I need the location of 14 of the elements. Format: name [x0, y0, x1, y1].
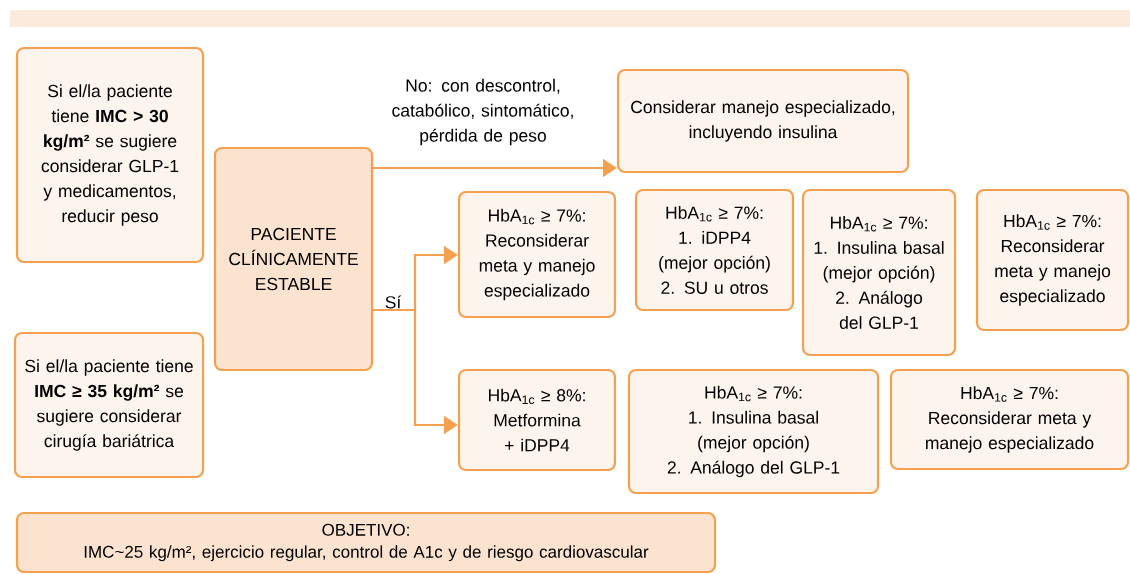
process-box: PACIENTE CLÍNICAMENTE ESTABLE: [213, 146, 374, 372]
note-box: Si el/la paciente tiene IMC ≥ 35 kg/m² se sugiere considerar cirugía bariátrica: [13, 331, 205, 479]
outcome-box: HbA$_{1c}$ ≥ 7%: 1. iDPP4 (mejor opción) 2. SU u otros: [634, 188, 795, 312]
outcome-box: HbA$_{1c}$ ≥ 7%: 1. Insulina basal (mejor opción) 2. Análogo del GLP-1: [627, 368, 880, 495]
note-box: Si el/la paciente tiene IMC > 30 kg/m² se sugiere considerar GLP-1 y medicamentos, reducir peso: [15, 46, 205, 264]
outcome-box: HbA$_{1c}$ ≥ 7%: Reconsiderar meta y manejo especializado: [457, 190, 617, 319]
outcome-box: HbA$_{1c}$ ≥ 7%: Reconsiderar meta y manejo especializado: [975, 188, 1130, 332]
outcome-box: Considerar manejo especializado, incluyendo insulina: [616, 68, 910, 174]
outcome-box: HbA$_{1c}$ ≥ 8%: Metformina + iDPP4: [457, 368, 617, 472]
goal-box: OBJETIVO: IMC~25 kg/m², ejercicio regular, control de A1c y de riesgo cardiovascular: [15, 511, 717, 574]
edge-label: No: con descontrol, catabólico, sintomático, pérdida de peso: [382, 77, 584, 147]
outcome-box: HbA$_{1c}$ ≥ 7%: Reconsiderar meta y manejo especializado: [889, 368, 1130, 471]
outcome-box: HbA$_{1c}$ ≥ 7%: 1. Insulina basal (mejor opción) 2. Análogo del GLP-1: [801, 188, 957, 357]
edge-label: Sí: [377, 294, 409, 310]
